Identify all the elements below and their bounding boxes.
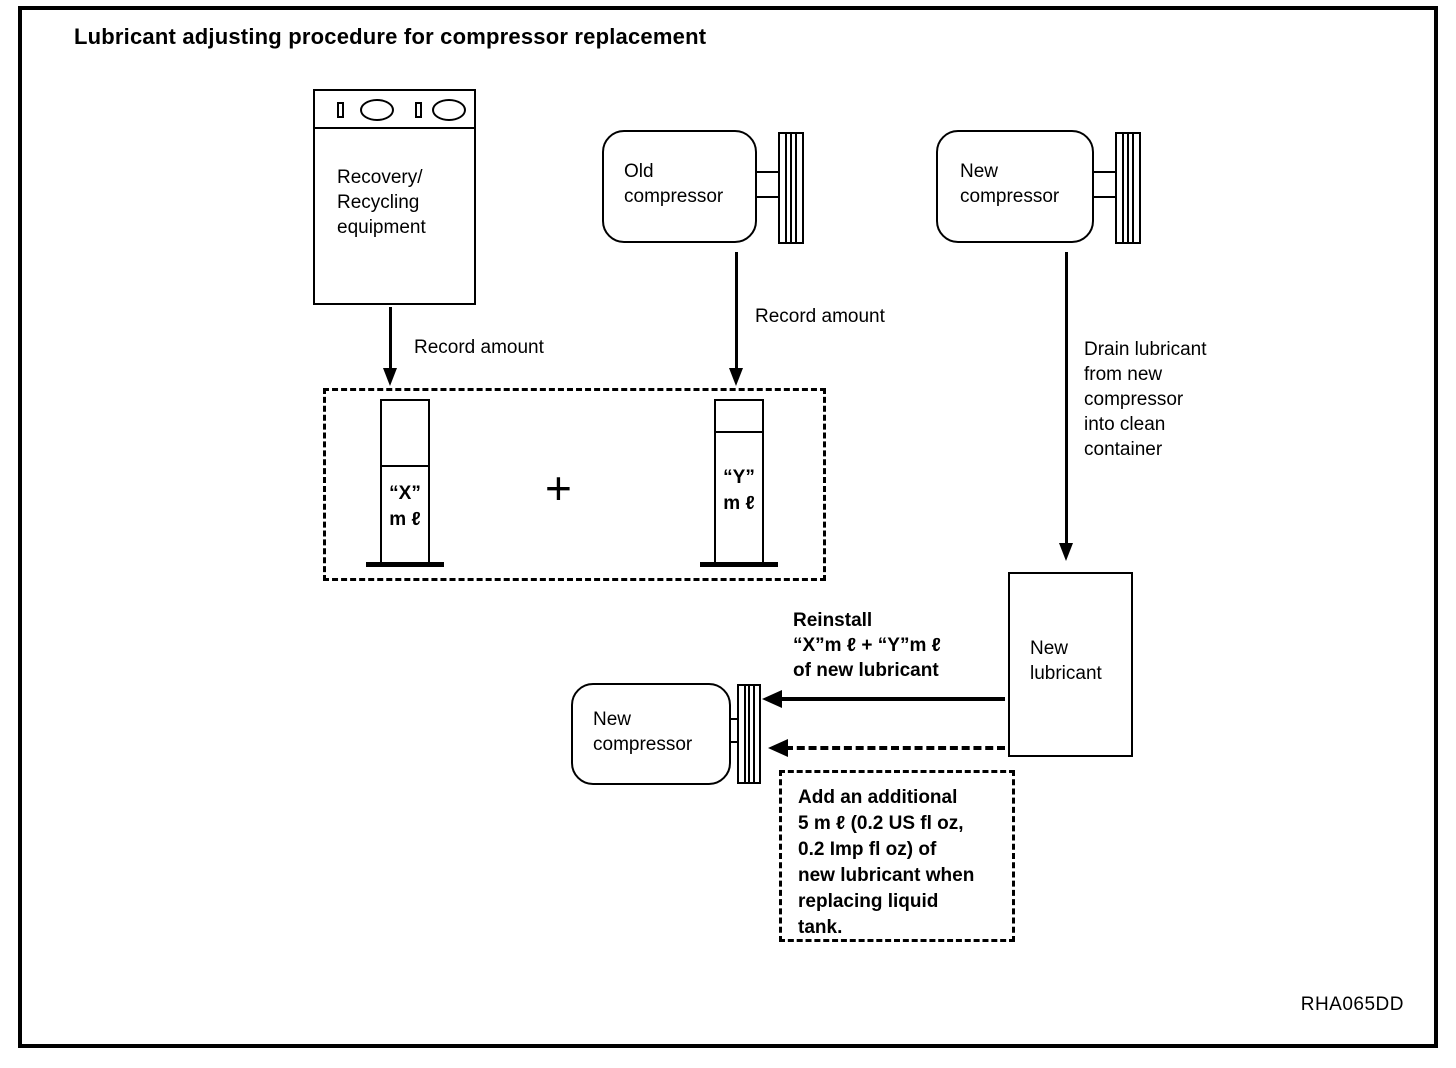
cylinder-y-tube <box>714 399 764 565</box>
cylinder-x: “X” m ℓ <box>366 399 444 577</box>
panel-gauge-right-icon <box>432 99 466 121</box>
pulley-groove-2 <box>1127 134 1129 242</box>
arrow-recovery-to-cylinder-x-head <box>383 368 397 386</box>
new-compressor-top-body <box>936 130 1094 243</box>
arrow-lubricant-to-compressor-solid-head <box>762 690 782 708</box>
old-compressor-shaft-upper <box>755 171 780 173</box>
cylinder-y-base <box>700 562 778 567</box>
arrow-lubricant-to-compressor-solid <box>779 697 1005 701</box>
cylinder-x-base <box>366 562 444 567</box>
arrow-additional-lubricant-dashed-head <box>768 739 788 757</box>
figure-title: Lubricant adjusting procedure for compre… <box>74 24 707 49</box>
new-compressor-bottom: New compressor <box>571 683 761 788</box>
pulley-groove-3 <box>753 686 755 782</box>
pulley-groove-1 <box>1122 134 1124 242</box>
new-compressor-top: New compressor <box>936 130 1141 248</box>
figure-frame: Lubricant adjusting procedure for compre… <box>18 6 1438 1048</box>
panel-switch-right-icon <box>415 102 422 118</box>
pulley-groove-3 <box>1132 134 1134 242</box>
cylinder-x-fill-line <box>382 465 428 467</box>
old-compressor-pulley <box>778 132 804 244</box>
cylinder-x-label: “X” m ℓ <box>389 483 421 530</box>
recovery-recycling-equipment: Recovery/ Recycling equipment <box>313 89 476 305</box>
reinstall-instruction: Reinstall “X”m ℓ + “Y”m ℓ of new lubrica… <box>793 610 941 681</box>
new-compressor-bottom-body <box>571 683 731 785</box>
old-compressor-body <box>602 130 757 243</box>
arrow-recovery-to-cylinder-x <box>389 307 392 373</box>
pulley-groove-1 <box>744 686 746 782</box>
plus-operator: + <box>545 462 572 514</box>
panel-switch-left-icon <box>337 102 344 118</box>
recorded-amounts-group <box>323 388 826 581</box>
arrow-additional-lubricant-dashed <box>785 746 1005 750</box>
figure-code: RHA065DD <box>1300 994 1404 1015</box>
new-lubricant-label: New lubricant <box>1030 638 1102 684</box>
new-compressor-top-label: New compressor <box>960 161 1060 207</box>
arrow-old-compressor-to-cylinder-y-head <box>729 368 743 386</box>
old-compressor: Old compressor <box>602 130 804 248</box>
arrow-old-compressor-to-cylinder-y <box>735 252 738 373</box>
new-compressor-bottom-pulley <box>737 684 761 784</box>
old-compressor-label: Old compressor <box>624 161 724 207</box>
new-compressor-top-shaft-upper <box>1092 171 1117 173</box>
new-lubricant-container: New lubricant <box>1008 572 1133 757</box>
pulley-groove-2 <box>790 134 792 242</box>
liquid-tank-note-text: Add an additional 5 m ℓ (0.2 US fl oz, 0… <box>798 787 975 938</box>
pulley-groove-2 <box>748 686 750 782</box>
arrow-drain-to-new-lubricant <box>1065 252 1068 549</box>
drain-lubricant-label: Drain lubricant from new compressor into… <box>1084 339 1207 460</box>
old-compressor-shaft-lower <box>755 196 780 198</box>
arrow-drain-to-new-lubricant-head <box>1059 543 1073 561</box>
pulley-groove-3 <box>795 134 797 242</box>
new-compressor-top-shaft-lower <box>1092 196 1117 198</box>
recovery-equipment-label: Recovery/ Recycling equipment <box>337 167 426 238</box>
new-compressor-bottom-shaft-upper <box>729 718 744 720</box>
record-amount-left-label: Record amount <box>414 337 544 358</box>
equipment-control-panel <box>315 91 474 129</box>
cylinder-y-label: “Y” m ℓ <box>723 467 755 514</box>
cylinder-y-fill-line <box>716 431 762 433</box>
liquid-tank-note: Add an additional 5 m ℓ (0.2 US fl oz, 0… <box>779 770 1015 942</box>
record-amount-right-label: Record amount <box>755 306 885 327</box>
cylinder-y: “Y” m ℓ <box>700 399 778 577</box>
new-compressor-top-pulley <box>1115 132 1141 244</box>
new-compressor-bottom-shaft-lower <box>729 741 744 743</box>
panel-gauge-left-icon <box>360 99 394 121</box>
pulley-groove-1 <box>785 134 787 242</box>
new-compressor-bottom-label: New compressor <box>593 709 693 755</box>
